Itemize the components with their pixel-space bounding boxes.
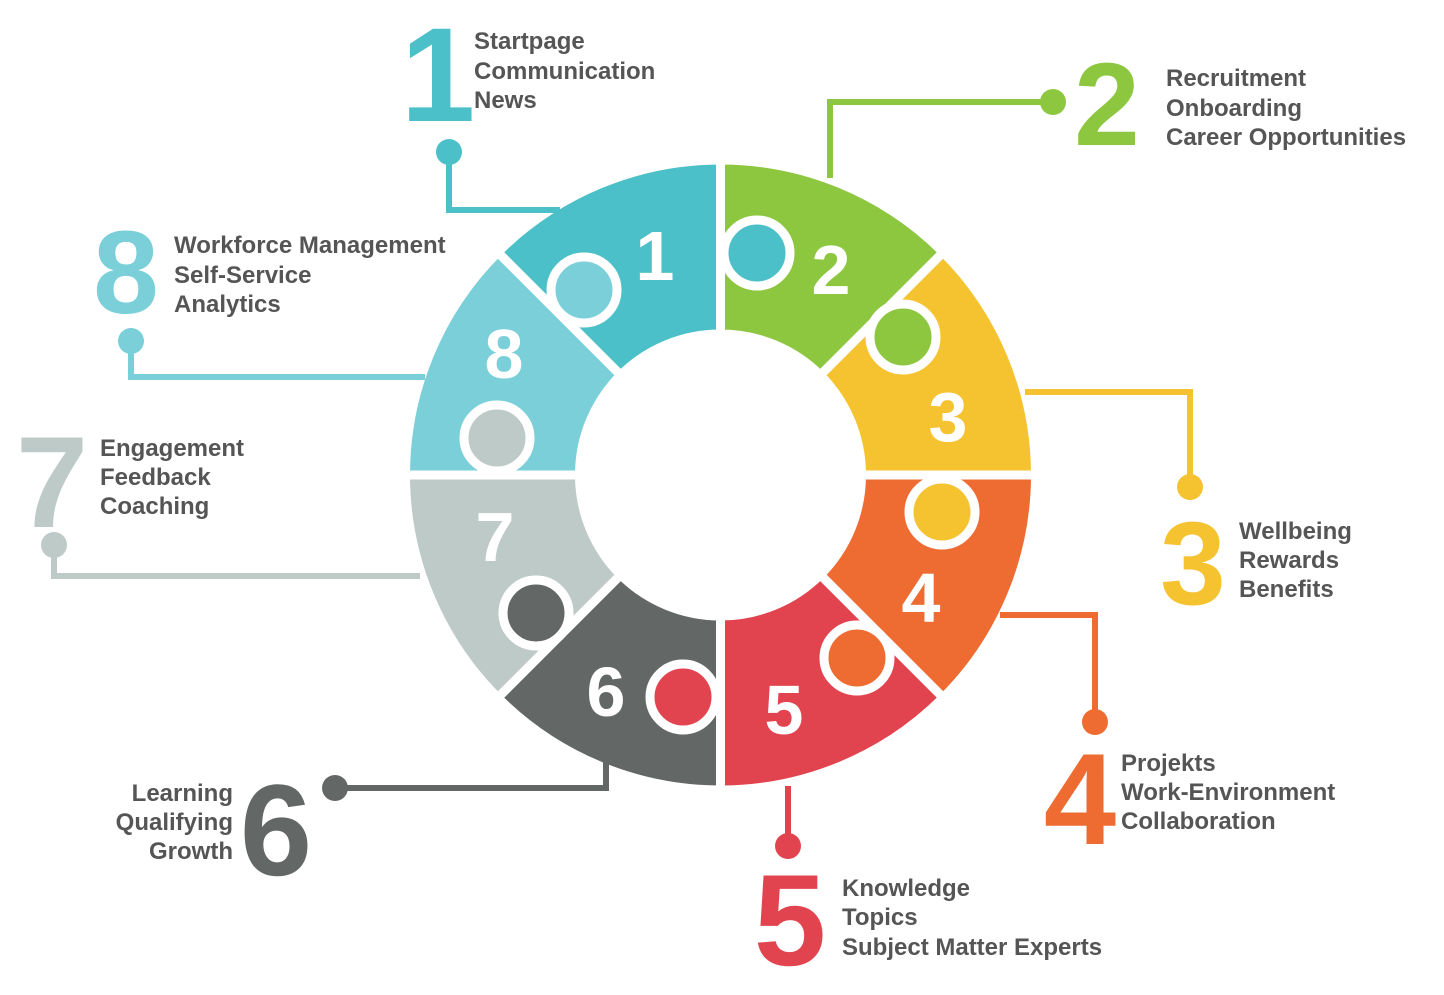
big-numbers: 1 2 3 4 5 6 7 8 bbox=[16, 1, 1226, 993]
connector-3 bbox=[1025, 389, 1193, 487]
label-6-line-1: Learning bbox=[132, 780, 233, 807]
connector-dot-5 bbox=[775, 833, 801, 859]
label-5-line-1: Knowledge bbox=[842, 875, 970, 902]
label-8-line-3: Analytics bbox=[174, 291, 281, 318]
big-number-7: 7 bbox=[16, 409, 88, 555]
puzzle-knob-1 bbox=[719, 215, 795, 291]
label-block-2: Recruitment Onboarding Career Opportunit… bbox=[1166, 65, 1406, 151]
big-number-6: 6 bbox=[240, 757, 312, 903]
connector-dot-3 bbox=[1177, 474, 1203, 500]
big-number-4: 4 bbox=[1044, 726, 1116, 872]
ring-number-4: 4 bbox=[902, 559, 941, 637]
label-3-line-1: Wellbeing bbox=[1239, 518, 1352, 545]
puzzle-ring bbox=[401, 155, 1040, 795]
ring-number-1: 1 bbox=[636, 217, 675, 295]
label-block-6: Learning Qualifying Growth bbox=[116, 780, 233, 865]
ring-number-2: 2 bbox=[812, 231, 851, 309]
label-7-line-1: Engagement bbox=[100, 435, 244, 462]
label-2-line-3: Career Opportunities bbox=[1166, 124, 1406, 151]
label-6-line-2: Qualifying bbox=[116, 809, 233, 836]
label-8-line-2: Self-Service bbox=[174, 262, 311, 289]
label-3-line-3: Benefits bbox=[1239, 576, 1334, 603]
big-number-8: 8 bbox=[93, 207, 159, 339]
connector-8 bbox=[128, 341, 425, 380]
connector-4 bbox=[1000, 612, 1098, 722]
puzzle-knob-2 bbox=[865, 299, 941, 375]
label-8-line-1: Workforce Management bbox=[174, 232, 446, 259]
ring-number-8: 8 bbox=[485, 315, 524, 393]
big-number-5: 5 bbox=[754, 847, 826, 993]
puzzle-knob-4 bbox=[819, 620, 895, 696]
puzzle-knob-6 bbox=[498, 575, 574, 651]
ring-numbers: 1 2 3 4 5 6 7 8 bbox=[476, 217, 968, 749]
connector-dot-1 bbox=[436, 139, 462, 165]
puzzle-piece-7 bbox=[401, 470, 725, 703]
ring-number-7: 7 bbox=[476, 498, 515, 576]
puzzle-knob-7 bbox=[459, 400, 535, 476]
label-5-line-2: Topics bbox=[842, 904, 918, 931]
label-1-line-1: Startpage bbox=[474, 28, 585, 55]
label-2-line-2: Onboarding bbox=[1166, 95, 1302, 122]
connector-6 bbox=[335, 762, 609, 791]
label-block-8: Workforce Management Self-Service Analyt… bbox=[174, 232, 446, 318]
label-block-7: Engagement Feedback Coaching bbox=[100, 435, 244, 520]
connector-dot-4 bbox=[1082, 709, 1108, 735]
connectors bbox=[41, 89, 1203, 859]
connector-2 bbox=[827, 99, 1053, 178]
label-block-1: Startpage Communication News bbox=[474, 28, 655, 114]
label-6-line-3: Growth bbox=[149, 838, 233, 865]
label-4-line-2: Work-Environment bbox=[1121, 779, 1335, 806]
label-7-line-3: Coaching bbox=[100, 493, 209, 520]
label-4-line-3: Collaboration bbox=[1121, 808, 1276, 835]
label-5-line-3: Subject Matter Experts bbox=[842, 934, 1102, 961]
label-1-line-3: News bbox=[474, 87, 537, 114]
connector-dot-7 bbox=[41, 532, 67, 558]
label-block-4: Projekts Work-Environment Collaboration bbox=[1121, 750, 1335, 835]
label-1-line-2: Communication bbox=[474, 58, 655, 85]
big-number-3: 3 bbox=[1160, 498, 1226, 630]
label-block-5: Knowledge Topics Subject Matter Experts bbox=[842, 875, 1102, 961]
connector-7 bbox=[51, 545, 420, 579]
big-number-2: 2 bbox=[1074, 39, 1140, 171]
label-3-line-2: Rewards bbox=[1239, 547, 1339, 574]
ring-number-3: 3 bbox=[929, 378, 968, 456]
connector-dot-8 bbox=[118, 328, 144, 354]
connector-dot-6 bbox=[322, 775, 348, 801]
puzzle-knob-3 bbox=[904, 474, 980, 550]
ring-number-6: 6 bbox=[587, 653, 626, 731]
label-2-line-1: Recruitment bbox=[1166, 65, 1306, 92]
label-7-line-2: Feedback bbox=[100, 464, 211, 491]
big-number-1: 1 bbox=[401, 1, 476, 150]
puzzle-knob-5 bbox=[645, 659, 721, 735]
label-block-3: Wellbeing Rewards Benefits bbox=[1239, 518, 1352, 603]
puzzle-knob-8 bbox=[546, 252, 622, 328]
label-4-line-1: Projekts bbox=[1121, 750, 1216, 777]
connector-1 bbox=[446, 152, 560, 213]
connector-dot-2 bbox=[1040, 89, 1066, 115]
ring-number-5: 5 bbox=[765, 671, 804, 749]
